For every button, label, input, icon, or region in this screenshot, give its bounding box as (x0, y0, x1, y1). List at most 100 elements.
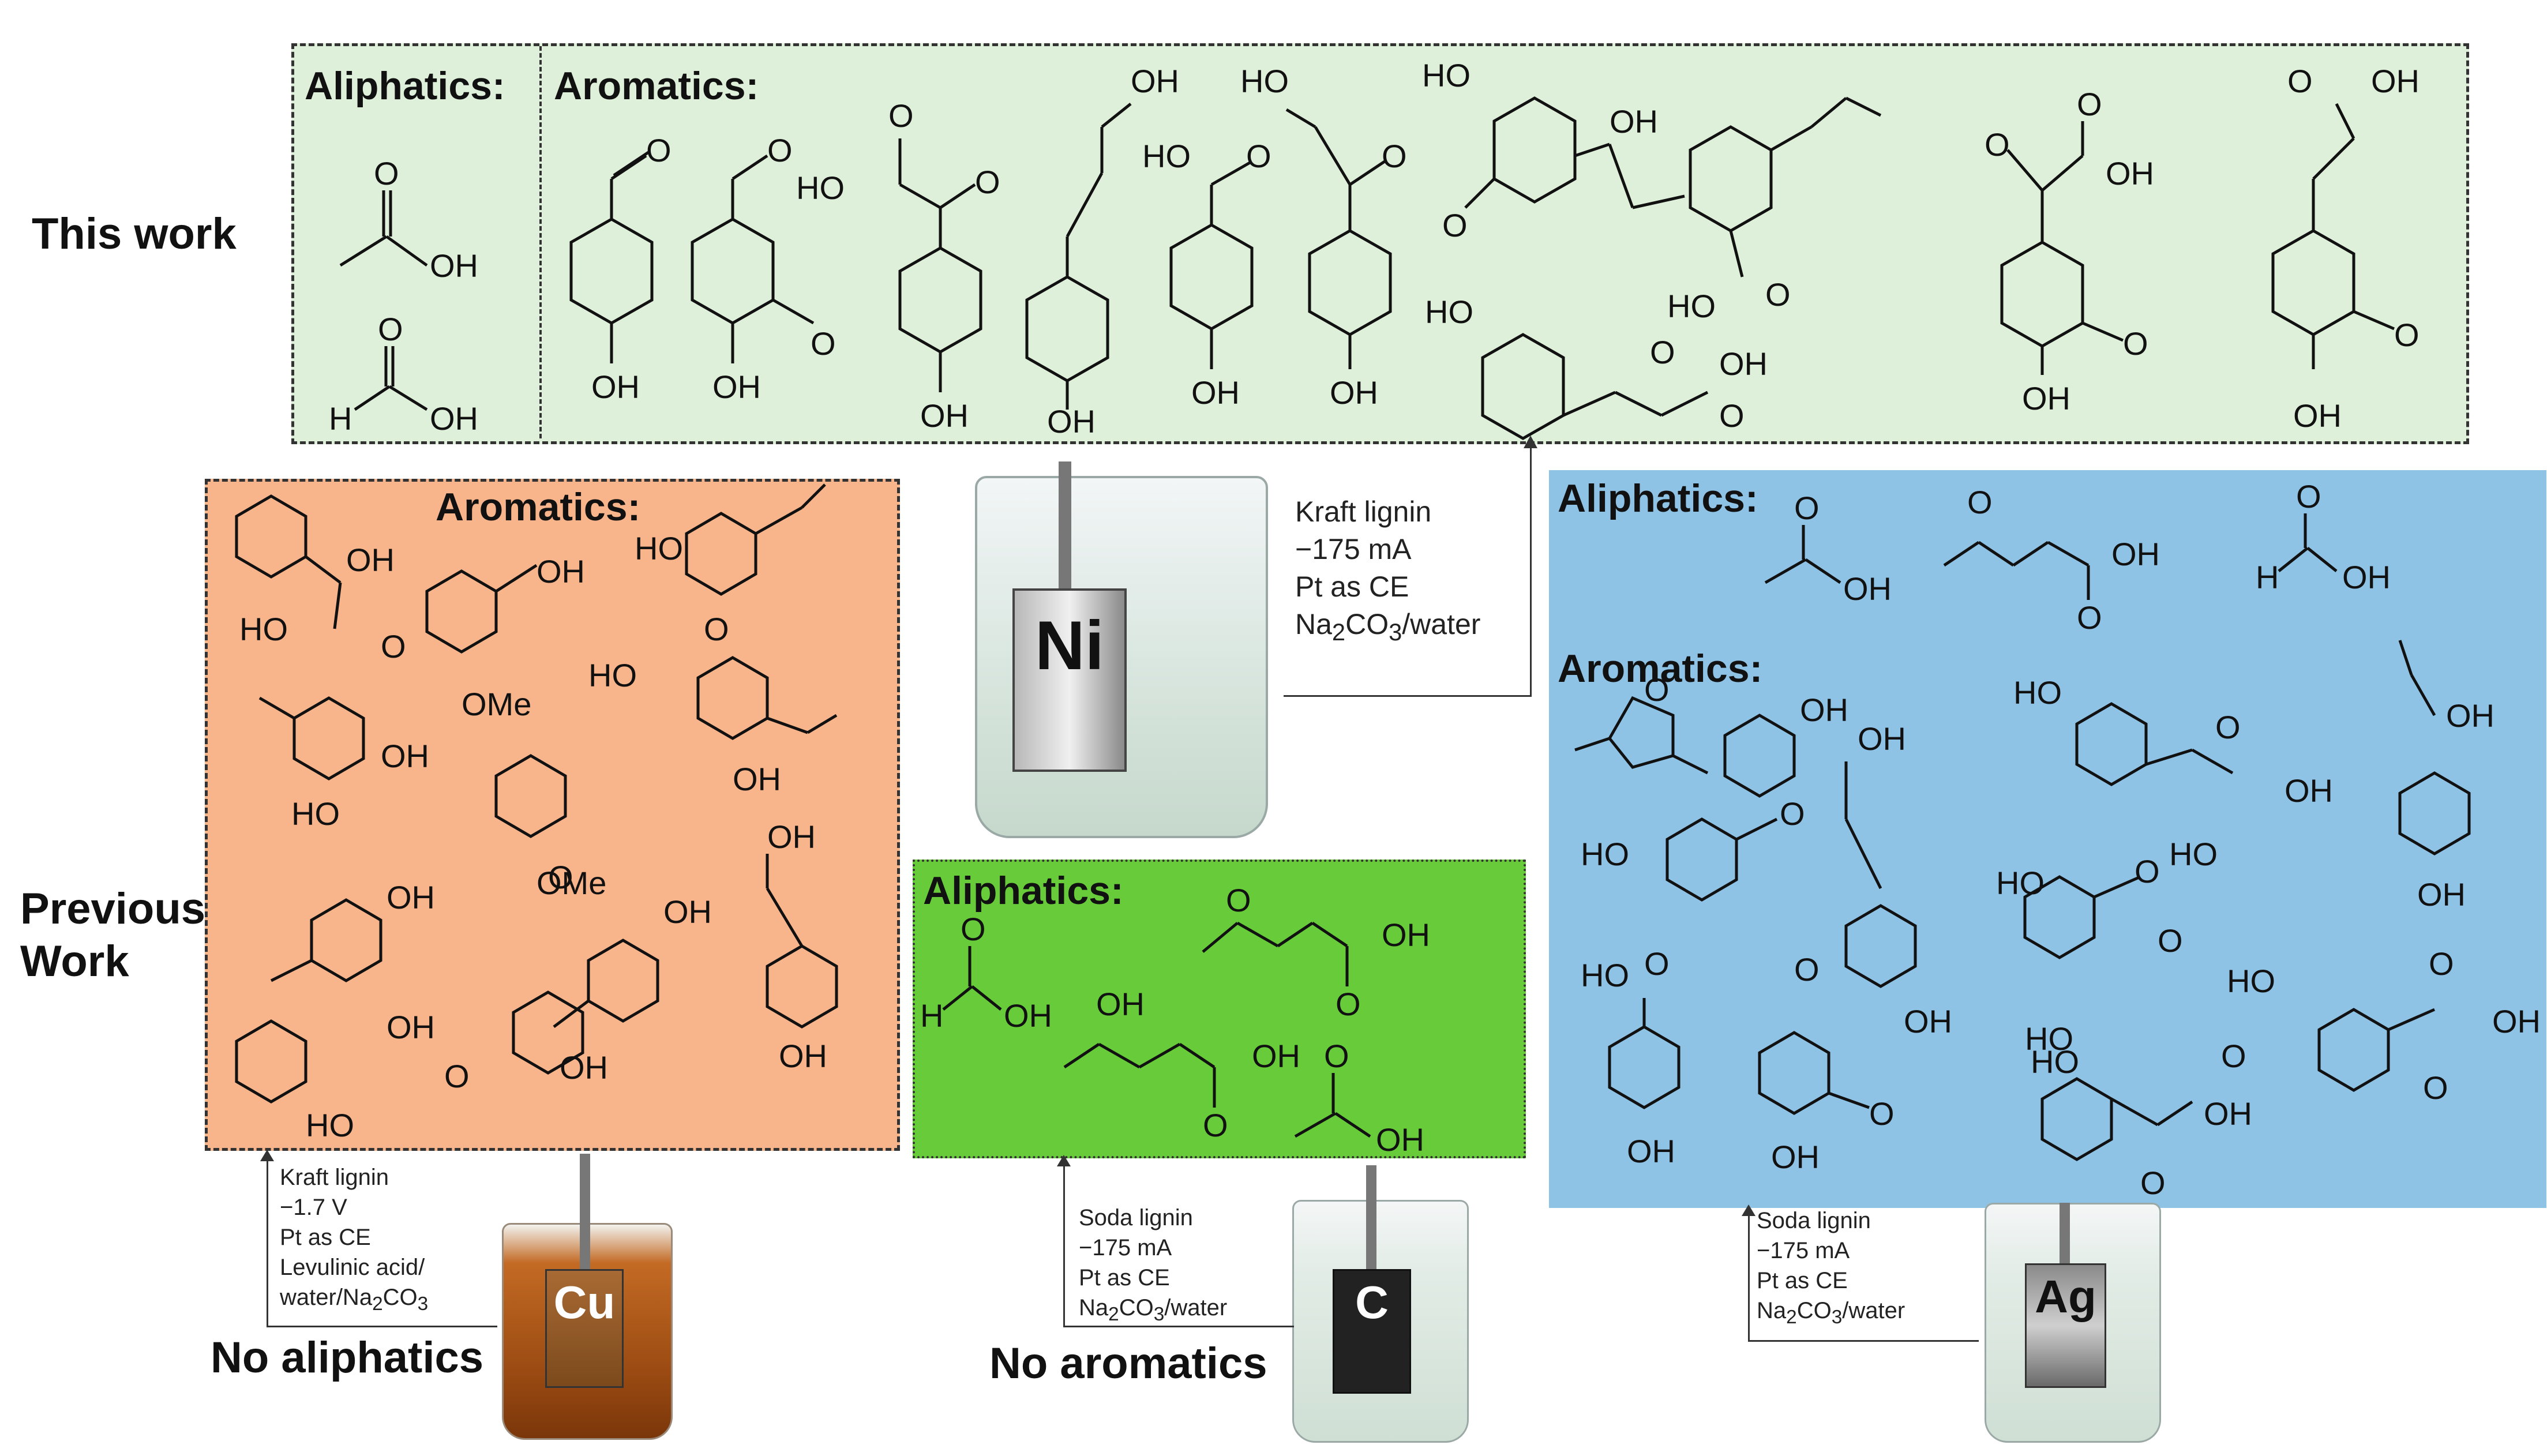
svg-text:O: O (1869, 1095, 1895, 1132)
svg-text:HO: HO (2013, 674, 2062, 711)
svg-text:OH: OH (1858, 721, 1906, 757)
svg-text:O: O (2394, 317, 2420, 353)
svg-text:OH: OH (663, 894, 712, 930)
svg-text:OH: OH (2106, 155, 2154, 192)
coumaryl-alcohol-structure: OH OH (1025, 63, 1179, 440)
svg-text:OH: OH (1047, 403, 1096, 440)
svg-text:O: O (1644, 671, 1670, 708)
dihydroferulic-acid-structure: O OH O OH (2271, 63, 2420, 434)
carbon-panel (913, 860, 1526, 1158)
c-arrow-head (1057, 1155, 1071, 1166)
this-work-aromatics-title: Aromatics: (554, 64, 759, 108)
svg-text:HO: HO (796, 170, 845, 206)
ag-aliphatics-structures: O OH O O OH H O OH (1764, 478, 2391, 636)
c-cond-1: Soda lignin (1079, 1205, 1193, 1230)
svg-text:O: O (548, 859, 573, 895)
svg-text:H: H (2256, 559, 2279, 595)
svg-text:OH: OH (2204, 1095, 2252, 1132)
ag-cond-3: Pt as CE (1757, 1268, 1848, 1293)
svg-text:O: O (2287, 63, 2313, 99)
cu-arrow-shaft (267, 1159, 268, 1327)
svg-text:OH: OH (920, 397, 969, 434)
svg-text:HO: HO (2227, 963, 2275, 999)
svg-text:O: O (2429, 945, 2454, 982)
svg-text:OH: OH (1096, 986, 1145, 1022)
ag-cond-2: −175 mA (1757, 1238, 1850, 1263)
svg-text:O: O (1246, 138, 1271, 174)
svg-text:OH: OH (387, 879, 435, 915)
svg-text:O: O (2135, 853, 2160, 890)
svg-text:O: O (2423, 1070, 2448, 1106)
svg-text:O: O (2077, 599, 2102, 636)
this-work-label: This work (32, 209, 237, 258)
svg-text:HO: HO (588, 657, 637, 693)
svg-text:OH: OH (2293, 397, 2342, 434)
svg-text:H: H (329, 400, 352, 437)
svg-text:OH: OH (2111, 536, 2160, 572)
svg-text:O: O (704, 611, 729, 647)
cu-arrow-base (267, 1326, 497, 1327)
c-conditions: Soda lignin −175 mA Pt as CE Na2CO3/wate… (1079, 1203, 1227, 1327)
cu-conditions: Kraft lignin −1.7 V Pt as CE Levulinic a… (280, 1162, 428, 1316)
svg-text:HO: HO (1425, 294, 1473, 330)
ag-electrode: Ag (2025, 1263, 2106, 1388)
svg-text:OH: OH (1904, 1003, 1952, 1040)
svg-text:O: O (1650, 334, 1675, 370)
ni-arrow-head (1524, 436, 1537, 448)
svg-text:HO: HO (1240, 63, 1289, 99)
svg-text:OH: OH (733, 761, 781, 797)
acetic-acid-structure: O OH (339, 155, 478, 284)
ni-electrode-rod (1059, 461, 1071, 594)
ni-cond-2: −175 mA (1295, 533, 1412, 565)
svg-text:O: O (374, 155, 399, 192)
ag-arrow-shaft (1748, 1214, 1750, 1341)
cu-aromatics-structures: OH HO O OMe OH HO O OH HO OMe HO OH OH O… (235, 483, 838, 1143)
hydroxyphenylglyoxylic-acid-structure: O O HO OH (796, 97, 1000, 434)
ag-aliphatics-title: Aliphatics: (1558, 476, 1758, 520)
svg-text:O: O (2296, 478, 2321, 515)
hydroxybenzoic-acid-structure: O HO OH (1142, 138, 1271, 411)
ag-arrow-base (1748, 1340, 1979, 1342)
this-work-aliphatics-title: Aliphatics: (305, 64, 505, 108)
svg-text:OMe: OMe (462, 686, 531, 722)
svg-text:HO: HO (635, 530, 683, 566)
carbon-aliphatics-title: Aliphatics: (923, 869, 1124, 913)
formic-acid-structure: H O OH (329, 311, 478, 437)
svg-text:OH: OH (387, 1009, 435, 1045)
svg-text:OH: OH (1330, 374, 1378, 411)
ni-electrode: Ni (1012, 588, 1127, 772)
svg-text:O: O (1336, 986, 1361, 1022)
svg-text:OH: OH (381, 738, 429, 774)
svg-text:OH: OH (2342, 559, 2391, 595)
svg-text:OH: OH (779, 1038, 827, 1074)
hydroxybenzaldehyde-structure: O OH (569, 132, 672, 405)
dimer-structure: HO O OH O HO HO O OH O (1422, 57, 1882, 440)
svg-text:O: O (1780, 795, 1805, 832)
svg-text:HO: HO (1996, 865, 2045, 901)
carbon-aliphatics-structures: H O OH O O OH OH O OH O OH (920, 882, 1430, 1158)
cu-aromatics-title: Aromatics: (436, 485, 641, 529)
cu-cond-3: Pt as CE (280, 1225, 371, 1250)
svg-text:HO: HO (2031, 1044, 2079, 1080)
cu-cond-2: −1.7 V (280, 1195, 347, 1220)
cu-cond-4: Levulinic acid/ (280, 1255, 425, 1280)
svg-text:OMe: OMe (537, 865, 606, 901)
svg-text:O: O (1985, 126, 2010, 163)
svg-text:O: O (444, 1058, 470, 1094)
ni-cond-3: Pt as CE (1295, 571, 1409, 603)
c-cond-3: Pt as CE (1079, 1265, 1170, 1290)
svg-text:O: O (378, 311, 403, 347)
svg-text:O: O (1794, 490, 1820, 526)
svg-text:O: O (2077, 86, 2102, 122)
ag-aromatics-title: Aromatics: (1558, 647, 1763, 691)
previous-work-label: Previous Work (20, 883, 228, 988)
c-cond-2: −175 mA (1079, 1235, 1172, 1260)
ag-cond-4: Na2CO3/water (1757, 1298, 1905, 1328)
ag-panel (1549, 470, 2546, 1208)
svg-text:O: O (1324, 1038, 1349, 1074)
cu-arrow-head (260, 1150, 274, 1161)
c-cond-4: Na2CO3/water (1079, 1295, 1228, 1325)
svg-text:O: O (2158, 922, 2183, 959)
cu-electrode: Cu (545, 1269, 624, 1388)
svg-text:O: O (1765, 276, 1791, 313)
